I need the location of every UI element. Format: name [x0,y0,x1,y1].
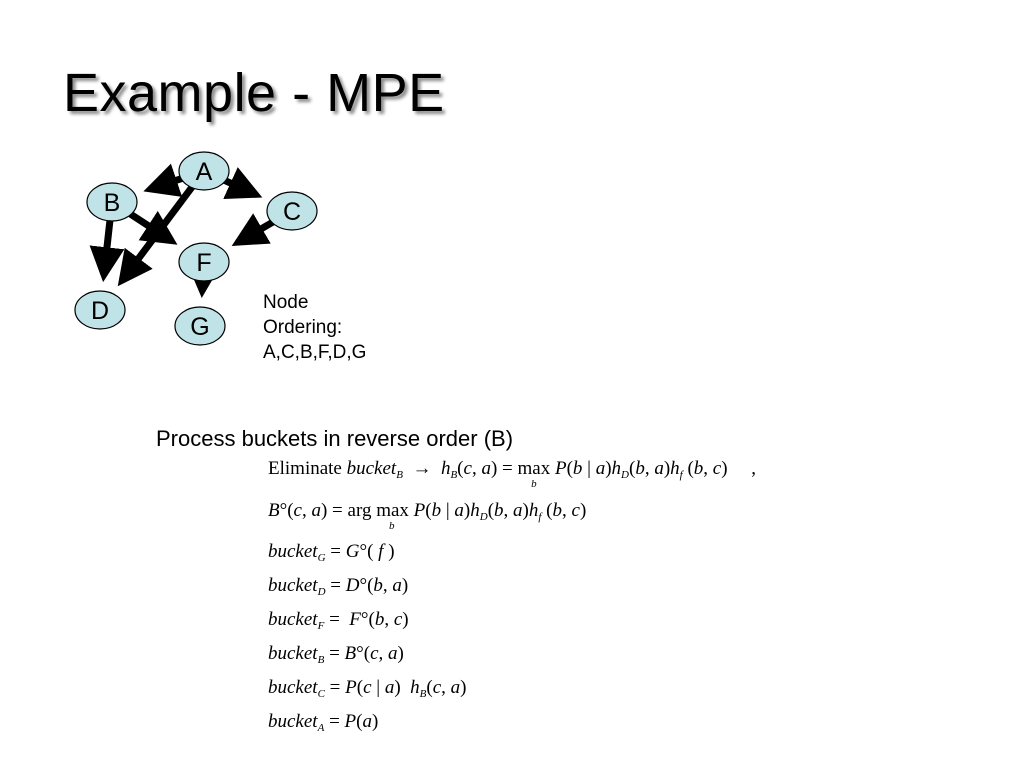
node-b-label: B [104,189,121,217]
bucket-b-equation: bucketB = B°(c, a) [268,643,404,666]
node-ordering-note: Node Ordering: A,C,B,F,D,G [263,290,366,365]
node-f-shape [178,242,230,282]
edge-a-b [143,163,185,197]
bucket-word: bucket [346,458,397,479]
node-c: C [266,191,318,231]
edge-a-c [222,167,263,199]
ordering-line-1: Node [263,292,309,313]
bucket-c-equation: bucketC = P(c | a) hB(c, a) [268,677,467,700]
process-instruction: Process buckets in reverse order (B) [156,426,514,451]
argmax-operator: arg max [347,500,409,521]
node-d-label: D [91,297,109,325]
bucket-a-equation: bucketA = P(a) [268,711,379,734]
bucket-g-equation: bucketG = G°( f ) [268,541,395,564]
slide-title: Example - MPE [63,63,445,123]
node-f-label: F [196,249,211,277]
node-d: D [74,290,126,330]
ordering-line-2: Ordering: [263,317,343,338]
max-subscript: b [531,478,537,490]
bucket-d-equation: bucketD = D°(b, a) [268,575,409,598]
bucket-f-equation: bucketF = F°(b, c) [268,609,409,632]
node-f: F [178,242,230,282]
node-d-shape [74,290,126,330]
node-b-shape [86,182,138,222]
ordering-line-3: A,C,B,F,D,G [263,342,367,363]
node-c-shape [266,191,318,231]
argmax-subscript: b [388,520,395,532]
node-c-label: C [283,198,301,226]
eliminate-word: Eliminate [268,458,342,479]
max-operator: max [517,458,551,479]
node-g-label: G [190,313,209,341]
node-a: A [178,151,230,191]
node-b: B [86,182,138,222]
node-a-label: A [196,158,213,186]
edge-b-f [127,210,178,245]
node-a-shape [178,151,230,191]
edge-b-d [89,218,125,283]
node-g-shape [174,306,226,346]
edge-c-f [231,213,276,246]
node-g: G [174,306,226,346]
